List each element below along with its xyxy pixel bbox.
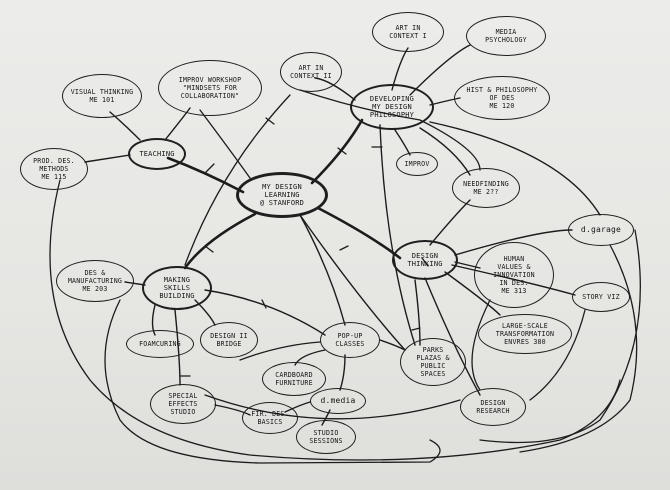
edge-center-making: [183, 212, 257, 270]
node-label: Cardboard furniture: [275, 371, 313, 387]
edge-loop-human-research: [471, 299, 491, 391]
edge-developing-dgarage: [429, 121, 601, 216]
edge-making-popup: [204, 289, 326, 336]
node-label: Story viz: [582, 293, 620, 301]
node-label: Pop-up classes: [335, 332, 365, 348]
edge-loop-special-right: [204, 394, 461, 420]
tick-1: [205, 163, 215, 173]
node-label: Teaching: [139, 150, 175, 158]
node-label: Foamcuring: [139, 340, 181, 348]
node-dgarage[interactable]: d.garage: [568, 214, 634, 246]
edge-center-parks: [299, 214, 406, 351]
node-design-bridge[interactable]: Design II bridge: [200, 322, 258, 358]
edge-popup-parks: [379, 339, 406, 351]
node-label: Developing my design philosophy: [369, 95, 415, 119]
node-label: Art in context I: [389, 24, 427, 40]
node-label: d.garage: [580, 225, 622, 234]
node-prod-des-methods[interactable]: Prod. des. methods ME 115: [20, 148, 88, 190]
tick-2: [265, 117, 275, 125]
node-large-scale[interactable]: Large-scale transformation ENVRES 380: [478, 314, 572, 354]
edge-developing-parks: [379, 124, 416, 346]
edge-loop-bottom: [104, 299, 441, 464]
tick-5: [204, 245, 214, 253]
node-label: Prod. des. methods ME 115: [33, 157, 75, 181]
edge-loop-right: [519, 244, 638, 453]
node-label: Des & manufacturing ME 203: [67, 269, 123, 293]
node-hist-philosophy[interactable]: Hist & philosophy of des ME 120: [454, 76, 550, 120]
node-label: d.media: [320, 396, 356, 405]
node-label: Fir. des. basics: [251, 410, 289, 426]
node-studio-sessions[interactable]: Studio sessions: [296, 420, 356, 454]
edge-loop-art2-making: [184, 94, 291, 266]
node-des-manufacturing[interactable]: Des & manufacturing ME 203: [56, 260, 134, 302]
tick-6: [339, 245, 349, 251]
node-label: Media psychology: [485, 28, 527, 44]
node-foamcuring[interactable]: Foamcuring: [126, 330, 194, 358]
edge-dt-parks: [414, 279, 421, 346]
tick-10: [411, 327, 421, 331]
edge-center-developing: [310, 118, 364, 185]
node-developing[interactable]: Developing my design philosophy: [350, 84, 434, 130]
edge-popup-dmedia: [339, 354, 346, 391]
node-label: My design learning @ stanford: [259, 183, 305, 207]
edge-loop-improvws-center: [199, 109, 251, 179]
node-label: Making skills building: [159, 276, 195, 300]
node-art-context-2[interactable]: Art in context II: [280, 52, 342, 92]
node-parks-plazas[interactable]: Parks plazas & public spaces: [400, 338, 466, 386]
node-special-effects[interactable]: Special effects studio: [150, 384, 216, 424]
node-label: Design research: [476, 399, 510, 415]
node-label: Art in context II: [290, 64, 332, 80]
node-media-psychology[interactable]: Media psychology: [466, 16, 546, 56]
node-label: Human values & innovation in des. ME 313: [493, 255, 535, 295]
edge-center-popup: [299, 214, 346, 326]
node-improv-workshop[interactable]: Improv workshop "mindsets for collaborat…: [158, 60, 262, 116]
edge-dt-dgarage: [454, 229, 573, 256]
node-label: Needfinding ME 2??: [463, 180, 509, 196]
node-improv[interactable]: Improv: [396, 152, 438, 176]
node-popup-classes[interactable]: Pop-up classes: [320, 322, 380, 358]
node-label: Hist & philosophy of des ME 120: [466, 86, 538, 110]
edge-loop-cardboard-popup: [239, 341, 321, 361]
node-design-research[interactable]: Design research: [460, 388, 526, 426]
node-label: Parks plazas & public spaces: [416, 346, 450, 378]
node-needfinding[interactable]: Needfinding ME 2??: [452, 168, 520, 208]
node-dmedia[interactable]: d.media: [310, 388, 366, 414]
edge-dt-large: [444, 271, 501, 316]
node-label: Visual thinking ME 101: [70, 88, 134, 104]
node-label: Special effects studio: [168, 392, 198, 416]
node-teaching[interactable]: Teaching: [128, 138, 186, 170]
node-label: Large-scale transformation ENVRES 380: [495, 322, 555, 346]
node-visual-thinking[interactable]: Visual thinking ME 101: [62, 74, 142, 118]
node-label: Improv: [404, 160, 430, 168]
node-making[interactable]: Making skills building: [142, 266, 212, 310]
edge-teaching-proddes: [84, 154, 131, 163]
edge-loop-left: [49, 179, 621, 461]
node-label: Studio sessions: [309, 429, 343, 445]
tick-9: [261, 299, 267, 309]
edge-loop-dgarage-bottom: [479, 229, 641, 444]
node-art-context-1[interactable]: Art in context I: [372, 12, 444, 52]
node-label: Design thinking: [407, 252, 443, 268]
node-human-values[interactable]: Human values & innovation in des. ME 313: [474, 242, 554, 308]
edge-loop-storyviz-research: [529, 309, 586, 401]
node-design-thinking[interactable]: Design thinking: [392, 240, 458, 280]
node-fir-des-basics[interactable]: Fir. des. basics: [242, 402, 298, 434]
edge-developing-improv: [394, 129, 411, 156]
node-label: Improv workshop "mindsets for collaborat…: [178, 76, 242, 100]
tick-3: [337, 147, 347, 155]
node-label: Design II bridge: [210, 332, 248, 348]
node-cardboard-furniture[interactable]: Cardboard furniture: [262, 362, 326, 396]
edge-dt-needfinding: [429, 199, 471, 246]
node-story-viz[interactable]: Story viz: [572, 282, 630, 312]
node-center[interactable]: My design learning @ stanford: [236, 172, 328, 218]
